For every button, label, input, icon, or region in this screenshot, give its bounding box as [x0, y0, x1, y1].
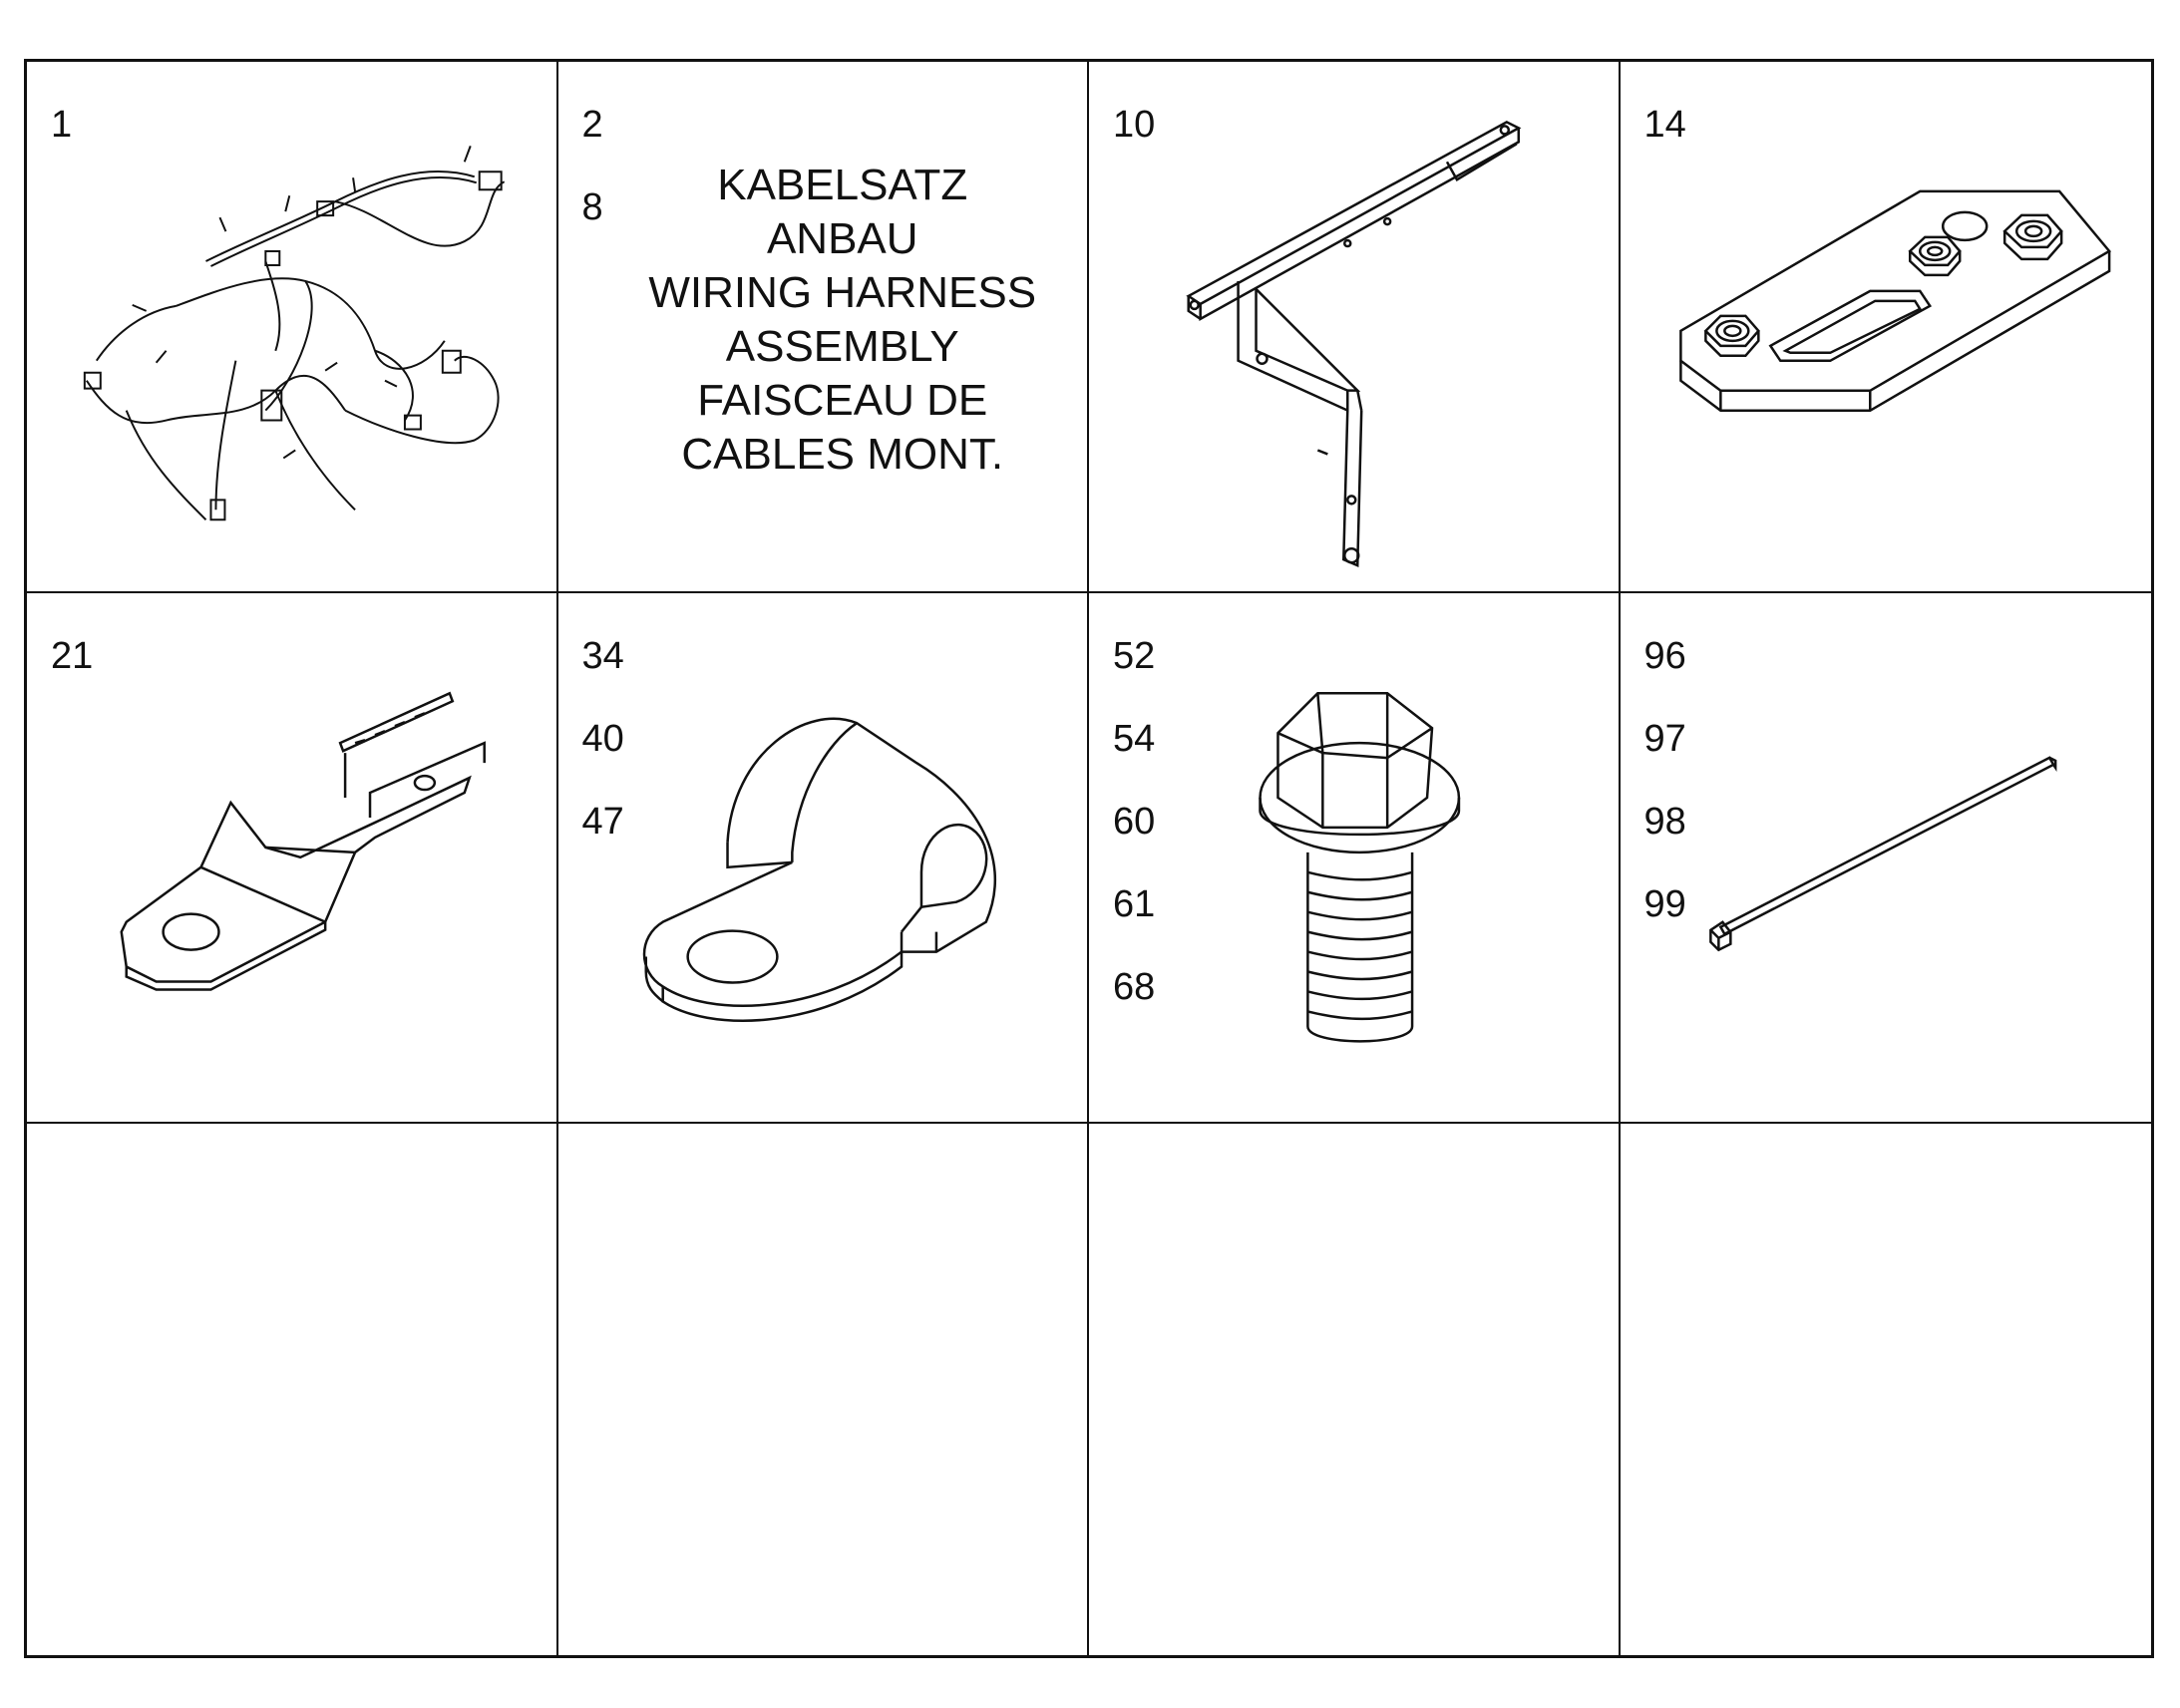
item-number: 54 [1113, 717, 1156, 760]
item-numbers: 10 [1113, 84, 1155, 167]
item-number: 52 [1113, 634, 1156, 677]
wiring-harness-icon [27, 62, 556, 591]
nut-plate-icon [1621, 62, 2152, 591]
item-numbers: 1 [51, 84, 72, 167]
empty-cell [558, 1124, 1089, 1655]
description-line: WIRING HARNESS [648, 268, 1037, 317]
description-line: ASSEMBLY [725, 322, 959, 371]
item-number: 8 [581, 186, 603, 228]
part-cell-34: 34 40 47 [557, 592, 1089, 1125]
part-cell-14: 14 [1620, 62, 2152, 593]
item-numbers: 96 97 98 99 [1644, 615, 1686, 946]
item-number: 40 [581, 717, 624, 760]
item-number: 10 [1113, 104, 1156, 146]
part-cell-21: 21 [27, 592, 558, 1125]
item-number: 99 [1643, 882, 1686, 925]
item-numbers: 52 54 60 61 68 [1113, 615, 1155, 1029]
part-cell-52: 52 54 60 61 68 [1089, 592, 1621, 1125]
item-numbers: 21 [51, 615, 93, 698]
item-number: 21 [51, 634, 94, 677]
item-number: 1 [51, 104, 73, 146]
description-line: ANBAU [766, 214, 918, 263]
item-numbers: 34 40 47 [582, 615, 624, 863]
part-cell-96: 96 97 98 99 [1620, 593, 2152, 1125]
description-line: KABELSATZ [717, 161, 968, 209]
item-number: 96 [1643, 634, 1686, 677]
part-cell-1: 1 [27, 62, 558, 593]
empty-cell [1621, 1124, 2152, 1655]
part-cell-10: 10 [1089, 62, 1621, 593]
item-numbers: 14 [1644, 84, 1686, 167]
item-number: 34 [581, 634, 624, 677]
description-line: CABLES MONT. [681, 430, 1004, 479]
part-description: KABELSATZ ANBAU WIRING HARNESS ASSEMBLY … [618, 159, 1068, 482]
item-number: 14 [1643, 104, 1686, 146]
cable-tie-icon [1621, 593, 2152, 1123]
ground-strap-icon [27, 593, 556, 1123]
parts-grid: 1 [27, 62, 2151, 1655]
empty-cell [27, 1124, 558, 1655]
description-line: FAISCEAU DE [697, 376, 988, 425]
item-number: 68 [1113, 965, 1156, 1008]
item-number: 47 [581, 800, 624, 843]
item-number: 2 [581, 104, 603, 146]
mounting-bracket-icon [1089, 62, 1619, 591]
item-number: 60 [1113, 800, 1156, 843]
item-number: 97 [1643, 717, 1686, 760]
part-cell-2: 2 8 KABELSATZ ANBAU WIRING HARNESS ASSEM… [557, 62, 1089, 593]
empty-cell [1089, 1124, 1621, 1655]
item-numbers: 2 8 [582, 84, 603, 249]
item-number: 61 [1113, 882, 1156, 925]
parts-sheet: 1 [24, 59, 2154, 1658]
p-clamp-icon [558, 593, 1088, 1123]
item-number: 98 [1643, 800, 1686, 843]
flange-bolt-icon [1089, 593, 1619, 1123]
